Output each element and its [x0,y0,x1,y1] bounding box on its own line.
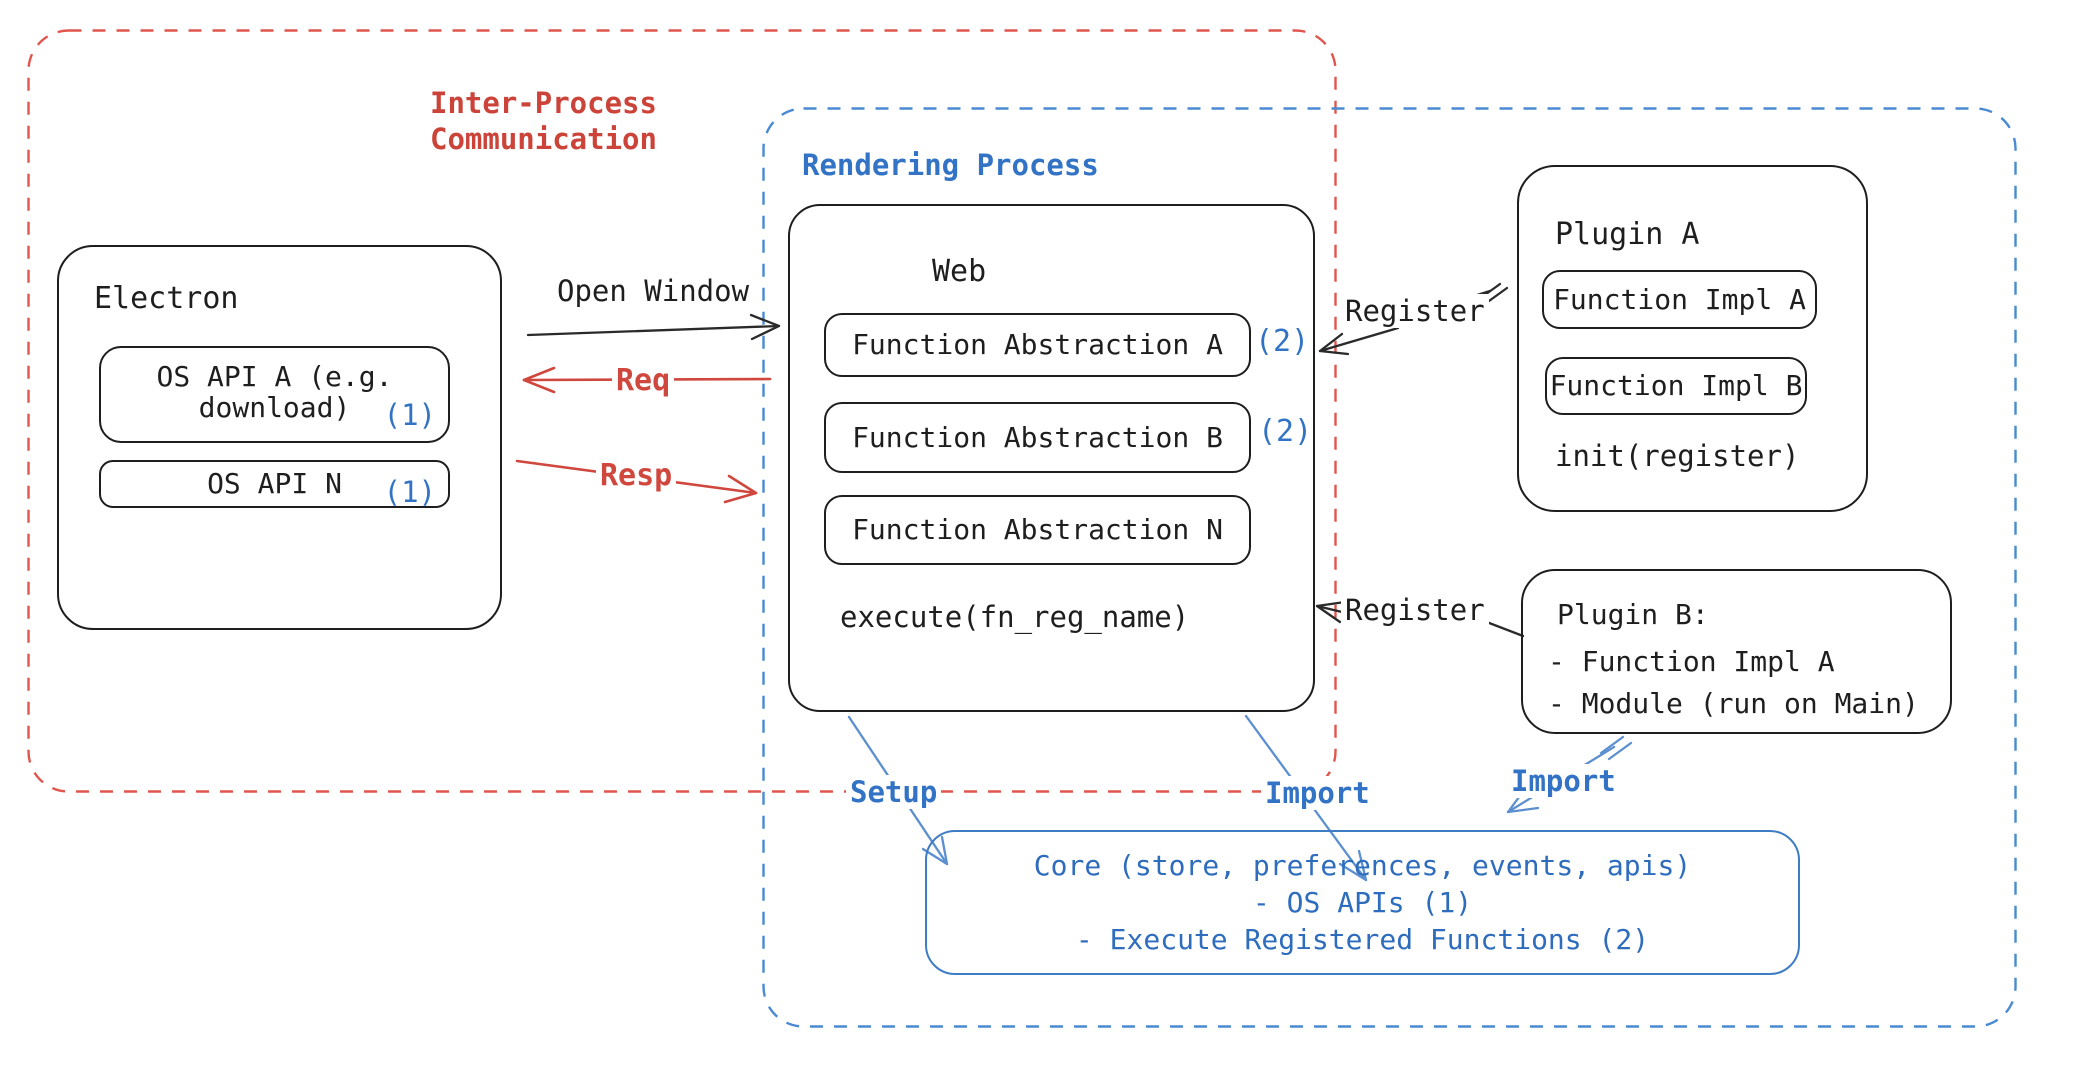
function-abstraction-b-badge: (2) [1258,414,1313,449]
core-text: Core (store, preferences, events, apis) … [925,830,1800,975]
electron-title: Electron [94,281,239,316]
plugin-b-item-2: - Module (run on Main) [1548,687,1919,720]
ipc-frame [27,29,1337,793]
import-plugin-tail-slash [1599,735,1633,761]
open-window-label: Open Window [557,274,750,308]
os-api-n-label: OS API N [207,467,342,500]
web-box: Web Function Abstraction A (2) Function … [788,204,1315,712]
plugin-b-title: Plugin B: [1557,598,1709,631]
import-plugin-label: Import [1507,764,1620,798]
electron-box: Electron OS API A (e.g. download) (1) OS… [57,245,502,630]
core-line-2: - OS APIs (1) [1252,886,1473,919]
open-window-arrowhead [749,313,781,341]
req-label: Req [612,363,675,398]
setup-label: Setup [846,775,942,809]
register-b-label: Register [1341,593,1489,627]
os-api-n-badge: (1) [383,475,436,509]
function-abstraction-a-box: Function Abstraction A [824,313,1251,377]
open-window-arrow-line [526,324,781,337]
import-web-label: Import [1261,776,1374,810]
function-abstraction-a-badge: (2) [1255,324,1310,359]
plugin-b-item-1: - Function Impl A [1548,645,1835,678]
register-b-arrowhead [1315,600,1347,624]
os-api-n-box: OS API N (1) [99,460,450,509]
init-register-label: init(register) [1555,439,1800,473]
rendering-frame [762,107,2017,1028]
register-a-arrow-line [1318,326,1400,353]
function-impl-b-box: Function Impl B [1545,357,1807,415]
ipc-frame-label: Inter-Process Communication [430,85,657,157]
os-api-a-label-line2: download) [198,391,351,424]
os-api-a-box: OS API A (e.g. download) (1) [99,346,450,443]
function-impl-a-box: Function Impl A [1542,270,1817,329]
req-arrowhead [522,366,556,394]
function-abstraction-n-box: Function Abstraction N [824,495,1251,565]
import-web-arrowhead [1338,849,1368,882]
ipc-frame-label-line1: Inter-Process [430,86,657,120]
resp-label: Resp [596,458,677,493]
core-line-1: Core (store, preferences, events, apis) [1033,849,1692,882]
core-line-3: - Execute Registered Functions (2) [1075,923,1650,956]
plugin-a-title: Plugin A [1555,217,1700,252]
ipc-frame-label-line2: Communication [430,122,657,156]
web-title: Web [932,254,987,289]
register-b-tail-line [1482,619,1525,638]
core-box [925,830,1800,975]
plugin-a-box: Plugin A Function Impl A Function Impl B… [1517,165,1868,512]
execute-label: execute(fn_reg_name) [840,600,1190,634]
os-api-a-badge: (1) [383,398,436,432]
function-abstraction-b-box: Function Abstraction B [824,402,1251,473]
rendering-frame-label: Rendering Process [802,148,1099,182]
os-api-a-label-line1: OS API A (e.g. [156,360,393,393]
register-a-arrowhead [1318,332,1350,356]
resp-arrowhead [723,474,758,504]
register-a-label: Register [1341,294,1489,328]
plugin-b-box: Plugin B: - Function Impl A - Module (ru… [1521,569,1952,734]
